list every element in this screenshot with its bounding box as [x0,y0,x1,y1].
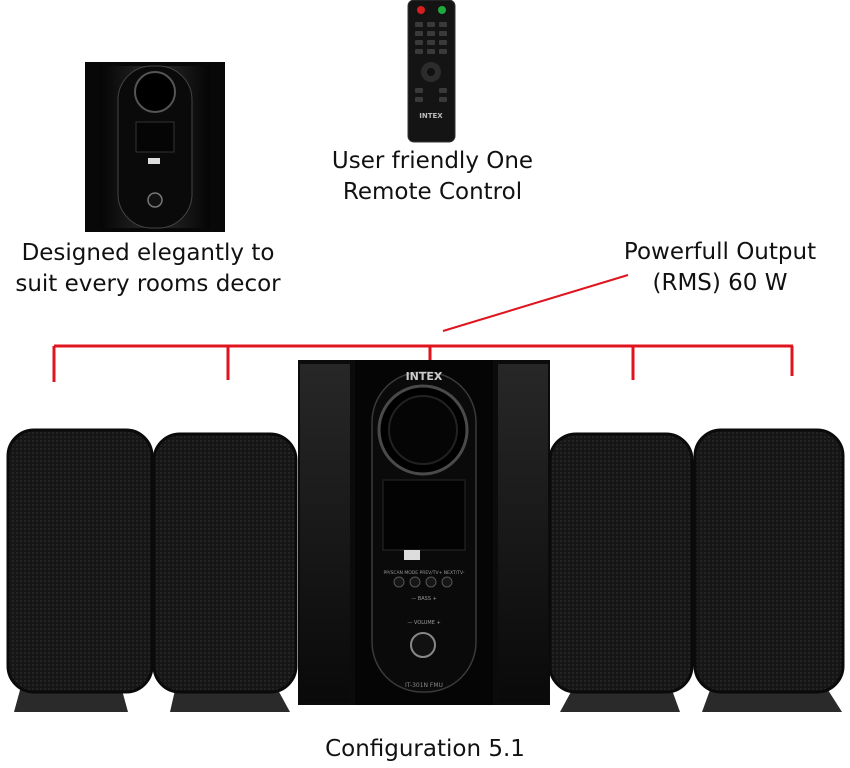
next-button[interactable] [441,576,453,588]
remote-logo: INTEX [419,112,443,120]
volume-knob[interactable] [410,632,436,658]
remote-caption: User friendly One Remote Control [310,146,555,208]
play-pause-button[interactable] [393,576,405,588]
satellite-speaker-3 [548,432,694,712]
volume-label: — VOLUME + [407,620,440,626]
remote-caption-line1: User friendly One [331,148,534,174]
prev-button[interactable] [425,576,437,588]
configuration-label: Configuration 5.1 [325,736,525,762]
panel-button-labels: PP/SCAN MODE PREV/TV+ NEXT/TV- [384,570,465,576]
satellite-speaker-1 [6,428,154,712]
subwoofer-logo: INTEX [406,370,443,383]
subwoofer: INTEX PP/SCAN MODE PREV/TV+ NEXT/TV- — B… [298,360,550,705]
usb-port[interactable] [404,550,420,560]
satellite-speaker-2 [152,432,298,712]
configuration-caption: Configuration 5.1 [300,734,550,765]
satellite-speaker-4 [693,428,845,712]
output-caption-line1: Powerfull Output [623,239,817,265]
output-caption: Powerfull Output (RMS) 60 W [600,237,840,299]
remote-control: INTEX [407,0,456,143]
design-caption-line2: suit every rooms decor [15,271,281,297]
model-label: IT-301N FMU [405,682,443,689]
mode-button[interactable] [409,576,421,588]
design-caption-line1: Designed elegantly to [21,240,275,266]
output-bracket [52,274,794,382]
remote-caption-line2: Remote Control [342,179,523,205]
output-caption-line2: (RMS) 60 W [652,270,788,296]
bass-label: — BASS + [411,596,437,602]
subwoofer-thumbnail [85,62,225,232]
design-caption: Designed elegantly to suit every rooms d… [0,238,296,300]
